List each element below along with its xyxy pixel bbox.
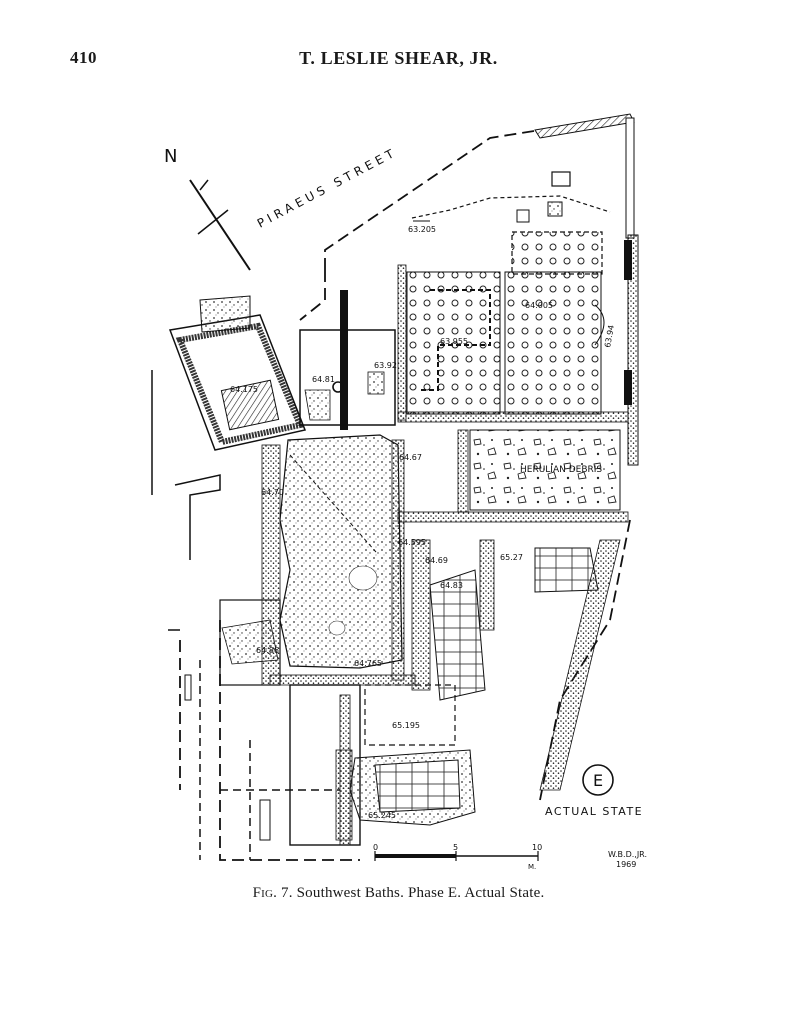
scale-bar: 0 5 10 M. (373, 843, 542, 871)
page-number: 410 (70, 48, 97, 67)
scale-tick-10: 10 (532, 843, 542, 852)
elev-e12: 64.83 (440, 581, 463, 590)
site-plan-figure: N PIRAEUS STREET 63.205 63.955 (140, 100, 680, 880)
elev-e17: 65.245 (368, 811, 396, 820)
caption-text: Southwest Baths. Phase E. Actual State. (296, 885, 545, 901)
scale-tick-5: 5 (453, 843, 458, 852)
elev-e1: 63.205 (408, 225, 436, 234)
signature-line1: W.B.D.,JR. (608, 850, 647, 859)
herulian-label: HERULIAN DEBRIS (520, 465, 602, 475)
elev-e11: 64.69 (425, 556, 448, 565)
figure-caption: Fig. 7. Southwest Baths. Phase E. Actual… (0, 885, 797, 902)
elev-e14: 64.86 (256, 646, 279, 655)
elev-e16: 65.195 (392, 721, 420, 730)
running-head: T. LESLIE SHEAR, JR. (299, 48, 498, 68)
caption-fig-label: Fig. 7. (252, 885, 293, 901)
elev-e4: 63.92 (374, 361, 397, 370)
elev-e5: 63.955 (440, 337, 468, 346)
elev-e6: 64.005 (525, 301, 553, 310)
elev-e13: 65.27 (500, 553, 523, 562)
actual-state-label: ACTUAL STATE (545, 805, 643, 818)
elev-e15: 64.765 (354, 659, 382, 668)
scale-tick-0: 0 (373, 843, 378, 852)
signature-line2: 1969 (616, 860, 636, 869)
north-arrow: N (164, 146, 251, 271)
elev-e3: 64.81 (312, 375, 335, 384)
elev-e2: 64.175 (230, 385, 258, 394)
scale-unit: M. (528, 863, 536, 871)
street-label: PIRAEUS STREET (255, 145, 400, 231)
elev-e8: 64.67 (399, 453, 422, 462)
phase-letter: E (593, 771, 603, 790)
north-label: N (164, 146, 177, 167)
elev-e7: 63.94 (603, 324, 616, 348)
